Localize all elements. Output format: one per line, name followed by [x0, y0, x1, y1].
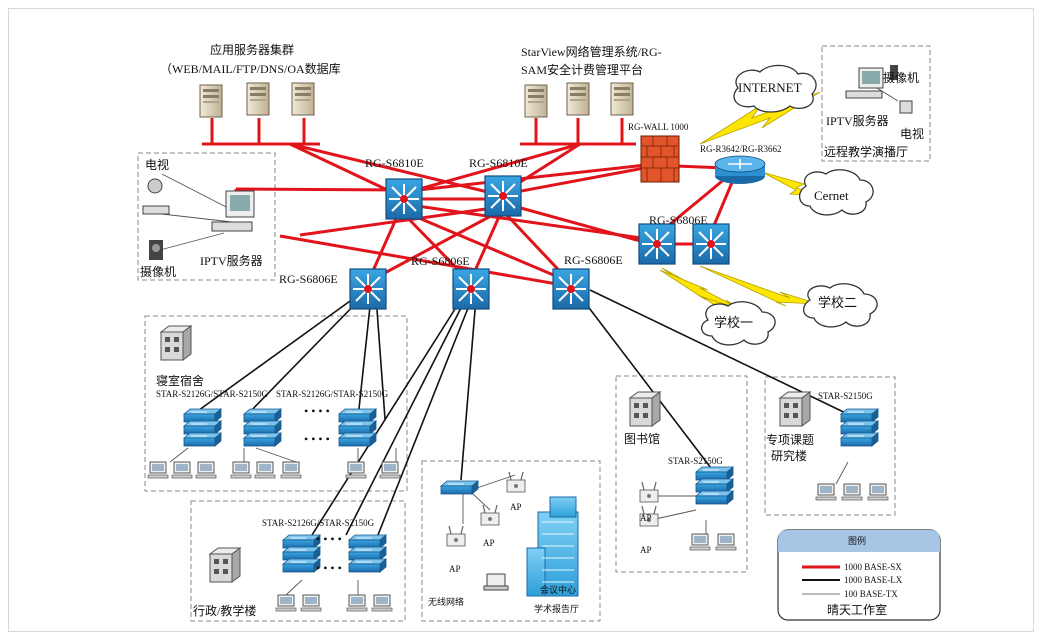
agg-switch-pair-a: [638, 223, 676, 265]
core-switch-1: [385, 178, 423, 220]
legend-title: 图例: [848, 535, 866, 546]
mgmt-label-2: SAM安全计费管理平台: [521, 62, 643, 77]
dorm-switch-label: STAR-S2126G/STAR-S2150G: [156, 389, 269, 399]
copper-tx-links: [159, 84, 899, 596]
research-devices: [815, 408, 889, 501]
ap-label-3: AP: [449, 564, 461, 574]
research-label-2: 研究楼: [771, 448, 807, 463]
router-label: RG-R3642/RG-R3662: [700, 144, 782, 154]
app-servers: [199, 82, 315, 118]
agg-switch-left: [349, 268, 387, 310]
internet-cloud: [733, 64, 817, 113]
agg-pair-label: RG-S6806E: [649, 213, 708, 227]
agg-right-label: RG-S6806E: [564, 253, 623, 267]
remote-hall-label: 远程教学演播厅: [824, 144, 908, 159]
research-switch-label: STAR-S2150G: [818, 391, 873, 401]
iptv-server-right-label: IPTV服务器: [826, 113, 889, 128]
core-switch-2: [484, 175, 522, 217]
conference-building-icon: [526, 496, 579, 597]
core1-label: RG-S6810E: [365, 156, 424, 170]
agg-mid-label: RG-S6806E: [411, 254, 470, 268]
agg-switch-right: [552, 268, 590, 310]
admin-pcs: [275, 594, 393, 612]
legend-footer: 晴天工作室: [827, 602, 887, 617]
mgmt-servers: [524, 82, 634, 118]
internet-label: INTERNET: [738, 80, 802, 95]
admin-building-icon: [209, 547, 241, 583]
server-cluster-label-2: （WEB/MAIL/FTP/DNS/OA数据库: [160, 61, 341, 76]
camera-left-label: 摄像机: [140, 264, 176, 279]
iptv-server-left-label: IPTV服务器: [200, 253, 263, 268]
fiber-sx-links: [202, 118, 740, 290]
school1-cloud: [701, 301, 776, 346]
cernet-cloud: [799, 169, 874, 216]
camera-right-label: 摄像机: [883, 70, 919, 85]
admin-dots-2: • • • •: [316, 561, 342, 575]
agg-switch-mid: [452, 268, 490, 310]
dorm-dots-2: • • • •: [304, 432, 330, 446]
agg-left-label: RG-S6806E: [279, 272, 338, 286]
legend-item-lx: 1000 BASE-LX: [844, 575, 903, 585]
school2-cloud: [803, 283, 878, 328]
school1-label: 学校一: [714, 315, 753, 330]
wireless-devices: [440, 471, 526, 591]
conference-label-2: 学术报告厅: [534, 603, 579, 614]
library-building-icon: [629, 391, 661, 427]
research-building-icon: [779, 391, 811, 427]
group-boxes: [137, 45, 931, 622]
dorm-pcs: [147, 461, 401, 479]
tv-label: 电视: [145, 157, 169, 172]
agg-switch-pair-b: [692, 223, 730, 265]
dorm-access-switches: [183, 408, 377, 447]
school2-label: 学校二: [818, 295, 857, 310]
router-icon: [714, 155, 766, 184]
dorm-switch-label-2: STAR-S2126G/STAR-S2150G: [276, 389, 389, 399]
firewall-icon: [640, 135, 680, 183]
server-cluster-label-1: 应用服务器集群: [210, 42, 294, 57]
legend: [777, 529, 941, 621]
ap-label-2: AP: [483, 538, 495, 548]
remote-hall-box: [821, 45, 931, 162]
legend-item-sx: 1000 BASE-SX: [844, 562, 902, 572]
admin-label: 行政/教学楼: [193, 603, 256, 618]
library-devices: [639, 466, 737, 551]
firewall-label: RG-WALL 1000: [628, 122, 689, 132]
clouds: [701, 64, 878, 346]
research-box: [764, 376, 896, 516]
conference-label-1: 会议中心: [540, 584, 576, 595]
research-label-1: 专项课题: [766, 432, 814, 447]
dorm-label: 寝室宿舍: [156, 373, 204, 388]
wireless-label: 无线网络: [428, 596, 464, 607]
tv-right-label: 电视: [900, 126, 924, 141]
dorm-building-icon: [160, 325, 192, 361]
legend-item-tx: 100 BASE-TX: [844, 589, 898, 599]
library-box: [615, 375, 748, 573]
dorm-box: [144, 315, 408, 492]
dorm-dots: • • • •: [304, 404, 330, 418]
ap-label-1: AP: [510, 502, 522, 512]
iptv-group-box: [137, 152, 276, 281]
admin-switch-label: STAR-S2126G/STAR-S2150G: [262, 518, 375, 528]
iptv-group-devices: [142, 178, 255, 260]
remote-hall-devices: [845, 65, 913, 114]
mgmt-label-1: StarView网络管理系统/RG-: [521, 44, 662, 59]
wireless-box: [421, 460, 601, 622]
admin-dots: • • • •: [316, 532, 342, 546]
library-ap-label-1: AP: [640, 513, 652, 523]
cernet-label: Cernet: [814, 188, 849, 203]
library-switch-label: STAR-S2150G: [668, 456, 723, 466]
fiber-lx-links: [187, 289, 857, 541]
library-label: 图书馆: [624, 431, 660, 446]
core2-label: RG-S6810E: [469, 156, 528, 170]
library-ap-label-2: AP: [640, 545, 652, 555]
admin-box: [190, 500, 406, 622]
